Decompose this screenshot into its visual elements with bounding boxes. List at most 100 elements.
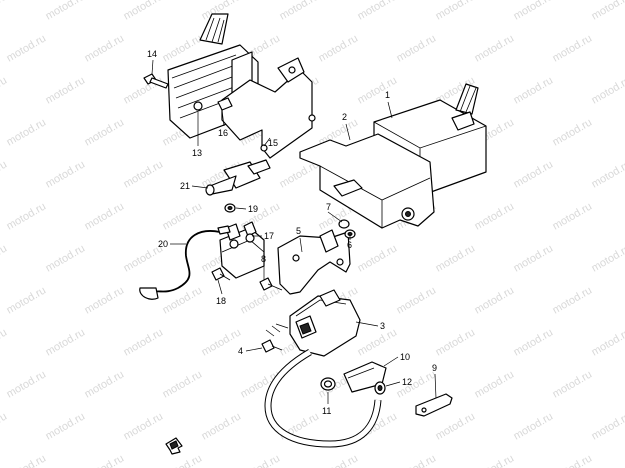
callout-9: 9 bbox=[432, 363, 437, 373]
watermark-text: motod.ru bbox=[512, 158, 556, 190]
watermark-text: motod.ru bbox=[5, 368, 49, 400]
lead-wire-20[interactable] bbox=[139, 225, 231, 300]
starter-relay[interactable] bbox=[219, 221, 265, 279]
watermark-text: motod.ru bbox=[590, 410, 625, 442]
watermark-text: motod.ru bbox=[551, 368, 595, 400]
callout-12: 12 bbox=[402, 377, 412, 387]
bolt-8[interactable] bbox=[259, 277, 283, 291]
watermark-text: motod.ru bbox=[356, 74, 400, 106]
watermark-text: motod.ru bbox=[44, 158, 88, 190]
watermark-text: motod.ru bbox=[161, 452, 205, 468]
callout-20: 20 bbox=[158, 239, 168, 249]
watermark-text: motod.ru bbox=[83, 368, 127, 400]
watermark-text: motod.ru bbox=[161, 200, 205, 232]
watermark-text: motod.ru bbox=[83, 116, 127, 148]
callout-4: 4 bbox=[238, 346, 243, 356]
watermark-text: motod.ru bbox=[395, 32, 439, 64]
watermark-text: motod.ru bbox=[590, 326, 625, 358]
bolt-18[interactable] bbox=[211, 267, 231, 281]
watermark-text: motod.ru bbox=[512, 242, 556, 274]
callout-5: 5 bbox=[296, 226, 301, 236]
watermark-text: motod.ru bbox=[434, 410, 478, 442]
front-arrow-icon bbox=[165, 437, 183, 455]
watermark-text: motod.ru bbox=[122, 74, 166, 106]
watermark-text: motod.ru bbox=[473, 200, 517, 232]
regulator-bracket[interactable] bbox=[221, 57, 316, 159]
watermark-text: motod.ru bbox=[83, 452, 127, 468]
watermark-text: motod.ru bbox=[0, 158, 9, 190]
watermark-text: motod.ru bbox=[512, 74, 556, 106]
watermark-text: motod.ru bbox=[0, 326, 9, 358]
watermark-text: motod.ru bbox=[200, 326, 244, 358]
nut-19[interactable] bbox=[224, 203, 236, 213]
watermark-text: motod.ru bbox=[44, 326, 88, 358]
callout-2: 2 bbox=[342, 112, 347, 122]
watermark-text: motod.ru bbox=[122, 158, 166, 190]
watermark-text: motod.ru bbox=[551, 452, 595, 468]
callout-labels: 1 2 3 4 5 6 7 8 9 10 11 12 13 14 15 16 1… bbox=[147, 49, 437, 416]
watermark-text: motod.ru bbox=[590, 158, 625, 190]
watermark-text: motod.ru bbox=[590, 0, 625, 23]
watermark-text: motod.ru bbox=[473, 284, 517, 316]
watermark-text: motod.ru bbox=[83, 32, 127, 64]
watermark-text: motod.ru bbox=[590, 74, 625, 106]
callout-19: 19 bbox=[248, 204, 258, 214]
watermark-text: motod.ru bbox=[551, 284, 595, 316]
watermark-text: motod.ru bbox=[434, 242, 478, 274]
watermark-text: motod.ru bbox=[512, 0, 556, 23]
watermark-text: motod.ru bbox=[5, 284, 49, 316]
callout-14: 14 bbox=[147, 49, 157, 59]
callout-21: 21 bbox=[180, 181, 190, 191]
callout-11: 11 bbox=[322, 406, 331, 416]
callout-16: 16 bbox=[218, 128, 228, 138]
grommet-11[interactable] bbox=[320, 377, 336, 391]
bolt-4[interactable] bbox=[261, 323, 289, 353]
watermark-text: motod.ru bbox=[44, 410, 88, 442]
spark-plug-cap[interactable] bbox=[343, 361, 387, 395]
callout-15: 15 bbox=[268, 138, 278, 148]
watermark-text: motod.ru bbox=[200, 410, 244, 442]
watermark-text: motod.ru bbox=[44, 242, 88, 274]
watermark-text: motod.ru bbox=[356, 326, 400, 358]
watermark-text: motod.ru bbox=[83, 200, 127, 232]
watermark-text: motod.ru bbox=[44, 0, 88, 23]
watermark-text: motod.ru bbox=[161, 284, 205, 316]
watermark-text: motod.ru bbox=[161, 368, 205, 400]
coil-bracket[interactable] bbox=[277, 229, 351, 295]
callout-13: 13 bbox=[192, 148, 202, 158]
lead-clamp[interactable] bbox=[415, 393, 453, 417]
watermark-text: motod.ru bbox=[0, 410, 9, 442]
callout-3: 3 bbox=[380, 321, 385, 331]
callout-10: 10 bbox=[400, 352, 410, 362]
watermark-text: motod.ru bbox=[317, 452, 361, 468]
sensor-21[interactable] bbox=[205, 159, 271, 196]
callout-8: 8 bbox=[261, 254, 266, 264]
watermark-text: motod.ru bbox=[356, 242, 400, 274]
watermark-text: motod.ru bbox=[551, 32, 595, 64]
callout-1: 1 bbox=[385, 90, 390, 100]
watermark-text: motod.ru bbox=[239, 284, 283, 316]
watermark-text: motod.ru bbox=[551, 116, 595, 148]
watermark-text: motod.ru bbox=[473, 452, 517, 468]
callout-6: 6 bbox=[347, 240, 352, 250]
bolt-14[interactable] bbox=[143, 73, 169, 89]
watermark-text: motod.ru bbox=[5, 32, 49, 64]
callout-18: 18 bbox=[216, 296, 226, 306]
watermark-text: motod.ru bbox=[0, 74, 9, 106]
ignition-coil[interactable] bbox=[289, 289, 361, 357]
cdi-cover[interactable] bbox=[299, 133, 435, 229]
callout-7: 7 bbox=[326, 202, 331, 212]
watermark-text: motod.ru bbox=[0, 0, 9, 23]
watermark-text: motod.ru bbox=[122, 326, 166, 358]
bolt-16[interactable] bbox=[217, 97, 233, 111]
watermark-text: motod.ru bbox=[473, 32, 517, 64]
watermark-text: motod.ru bbox=[551, 200, 595, 232]
watermark-text: motod.ru bbox=[434, 0, 478, 23]
watermark-text: motod.ru bbox=[122, 0, 166, 23]
watermark-text: motod.ru bbox=[278, 0, 322, 23]
high-tension-lead[interactable] bbox=[264, 348, 382, 448]
watermark-text: motod.ru bbox=[317, 32, 361, 64]
watermark-text: motod.ru bbox=[5, 200, 49, 232]
watermark-text: motod.ru bbox=[122, 410, 166, 442]
